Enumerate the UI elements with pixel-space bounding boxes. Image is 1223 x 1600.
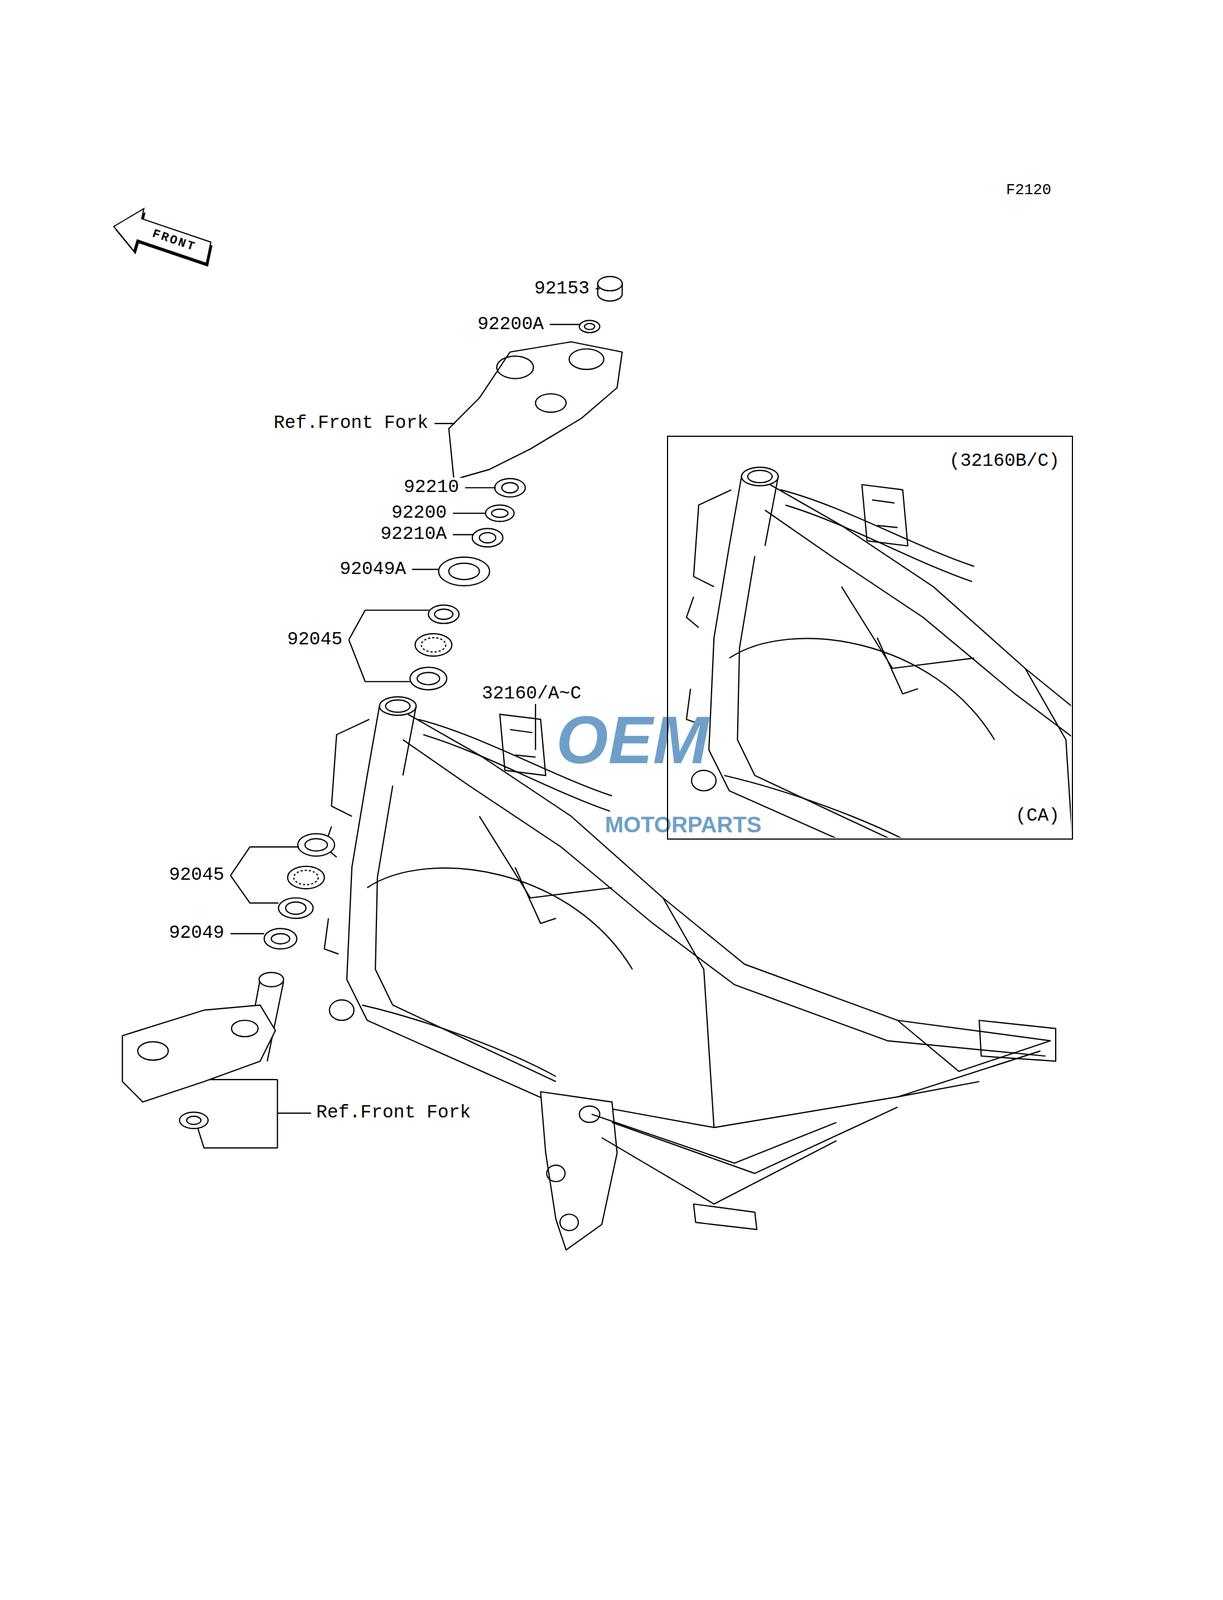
callout-number: 92045 — [284, 629, 345, 650]
inset-box: (32160B/C) (CA) — [666, 435, 1073, 840]
callout-number: 92153 — [532, 278, 592, 299]
callout-number: 32160/A~C — [479, 683, 584, 704]
callout-number: 92200A — [475, 314, 546, 335]
callout-number: 92045 — [166, 864, 227, 886]
callout-number: 92210A — [378, 524, 449, 545]
variant-label: (32160B/C) — [949, 451, 1060, 472]
variant-label: (CA) — [1015, 805, 1060, 826]
callout-number: 92049A — [337, 559, 409, 580]
watermark: MOTORPARTS — [605, 811, 762, 837]
callout-number: 92200 — [389, 503, 449, 524]
callout-number: Ref.Front Fork — [313, 1102, 473, 1123]
callout-number: 92210 — [401, 477, 462, 498]
callout-number: Ref.Front Fork — [271, 413, 431, 434]
arrow-outline — [113, 208, 211, 264]
watermark: OEM — [556, 702, 709, 777]
callout-number: 92049 — [166, 922, 227, 944]
front-arrow: FRONT — [111, 207, 214, 273]
figure-code: F2120 — [1003, 182, 1054, 200]
